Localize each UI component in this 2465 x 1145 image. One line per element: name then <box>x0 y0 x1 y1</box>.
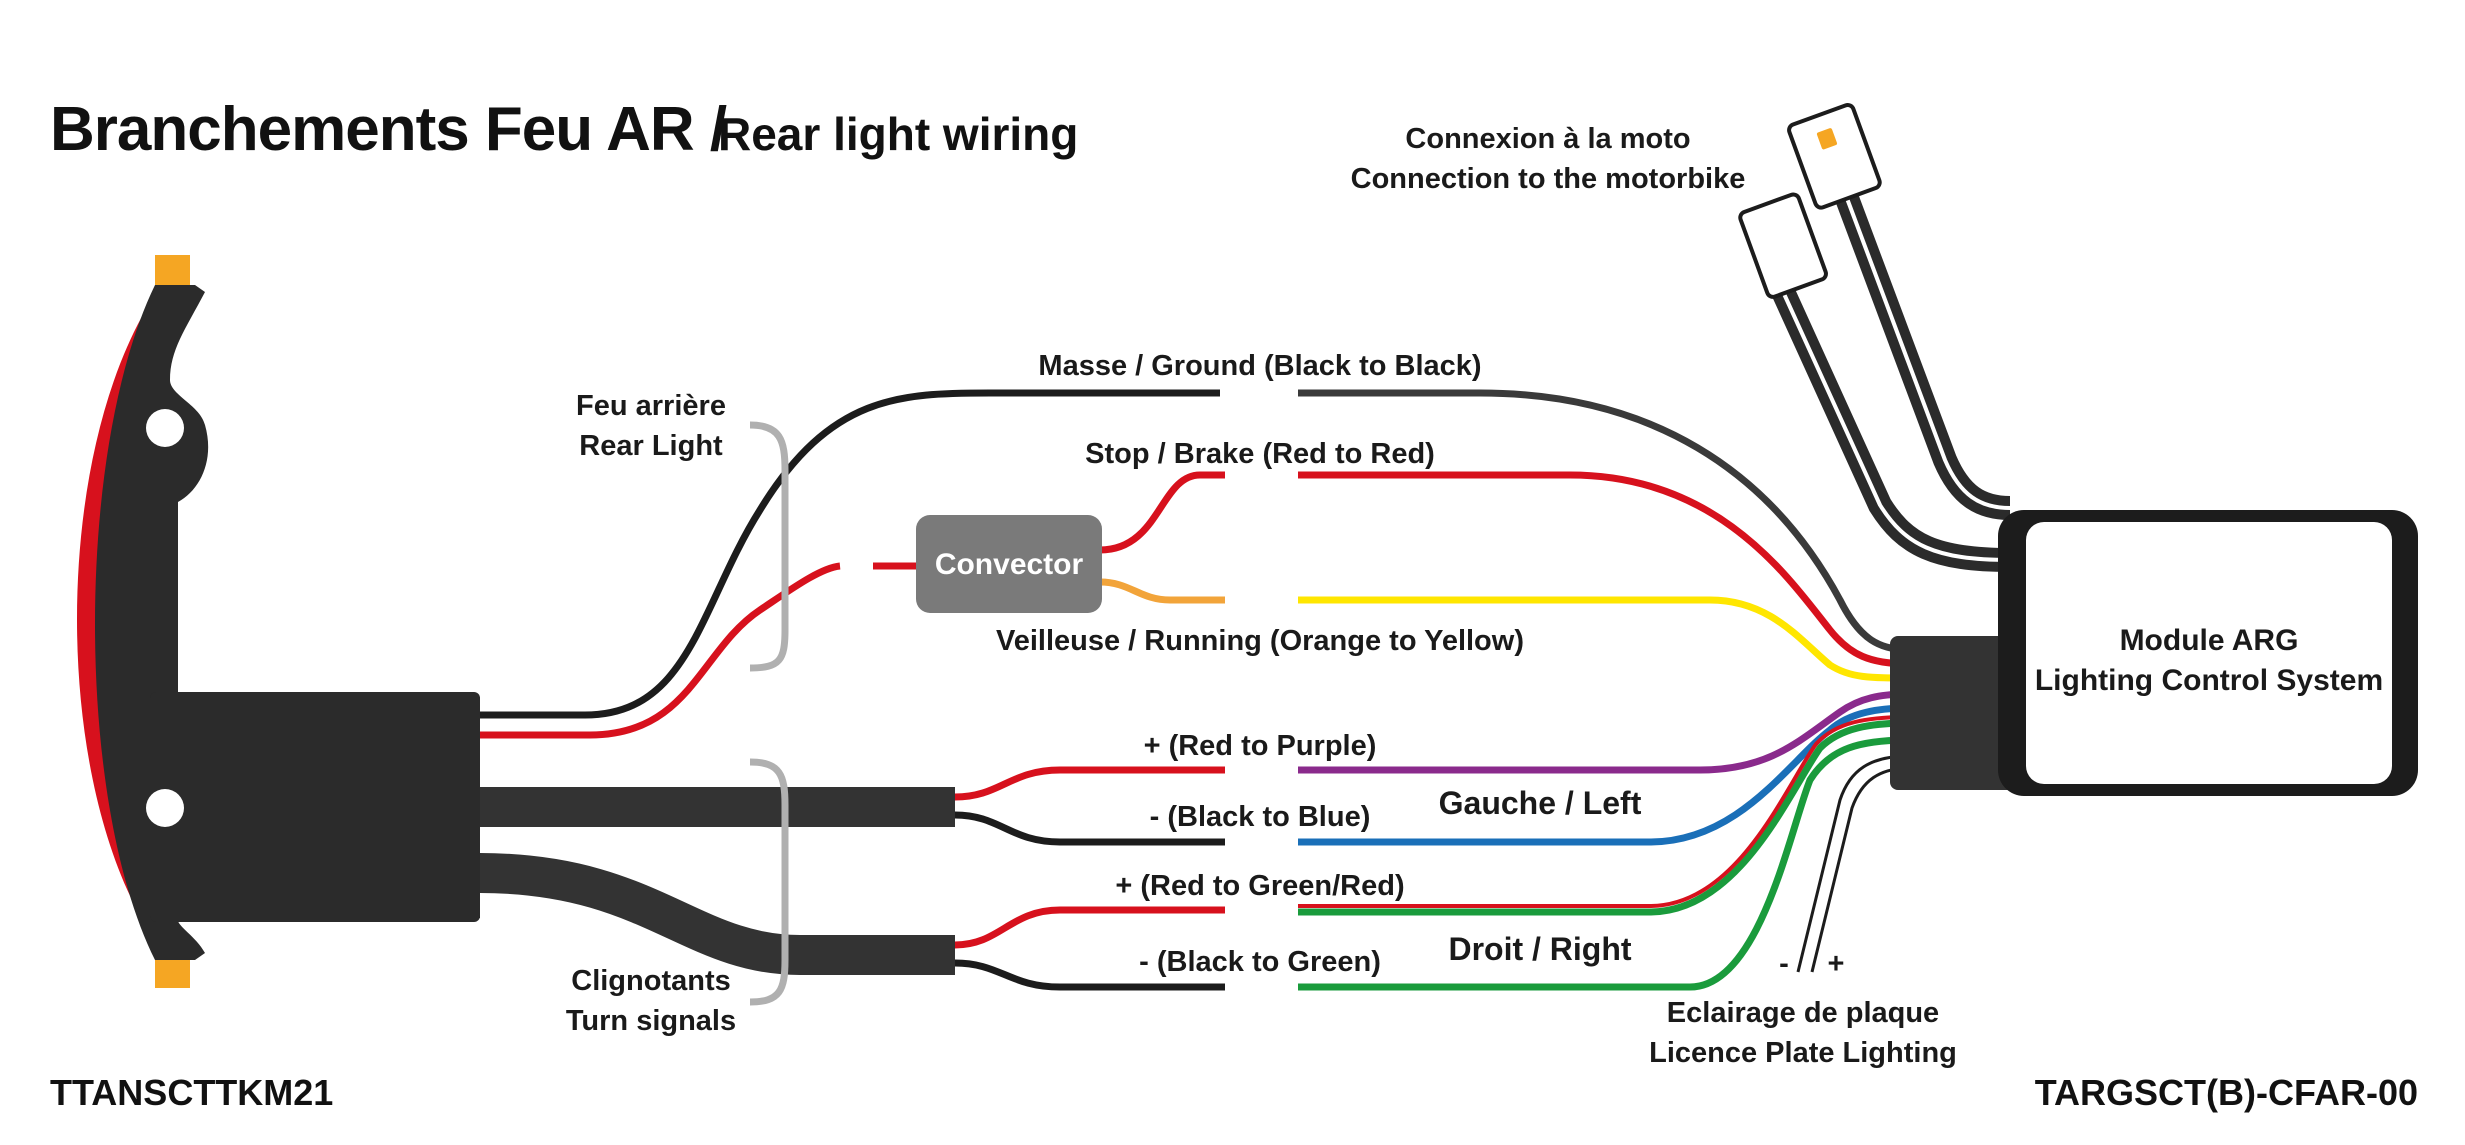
amber-tip-bottom <box>155 960 190 988</box>
plate-plus-label: + <box>1828 948 1845 980</box>
left-plus-red-wire <box>954 766 1225 801</box>
rear-light-bracket <box>749 421 789 672</box>
mount-hole-top <box>146 409 184 447</box>
module-plug <box>1890 636 2020 790</box>
wire-right-minus-green <box>1298 736 1911 991</box>
turn-signals-bracket <box>749 758 789 1006</box>
module-side-wires <box>1298 389 1911 991</box>
right-plus-wire-label: + (Red to Green/Red) <box>1115 870 1404 902</box>
wire-ground-black-left <box>480 389 1220 719</box>
convector-label: Convector <box>935 548 1084 581</box>
title-sub: Rear light wiring <box>718 108 1078 160</box>
wire-right-plus-green <box>1298 719 1911 916</box>
wire-rearlight-red-left <box>480 562 841 739</box>
right-minus-black-wire <box>954 959 1225 991</box>
rear-light-label-line2: Rear Light <box>579 430 723 462</box>
module-arg: Module ARG Lighting Control System <box>1890 510 2418 796</box>
right-product-code: TARGSCT(B)-CFAR-00 <box>2035 1072 2418 1113</box>
amber-tip-top <box>155 255 190 285</box>
wire-running-yellow <box>1298 596 1911 682</box>
left-minus-wire-label: - (Black to Blue) <box>1150 801 1371 833</box>
module-face <box>2026 522 2392 784</box>
motorbike-connection <box>1738 102 2011 572</box>
wire-right-plus-red-stripe <box>1298 715 1911 908</box>
module-line1: Module ARG <box>2120 624 2299 657</box>
title-main: Branchements Feu AR / <box>50 95 727 164</box>
plate-label-line1: Eclairage de plaque <box>1667 997 1939 1029</box>
turn-signals-label-line1: Clignotants <box>571 965 731 997</box>
tail-light-unit <box>77 255 480 988</box>
mount-hole-bottom <box>146 789 184 827</box>
convector-box <box>916 515 1102 613</box>
turn-signal-cables <box>479 766 1225 991</box>
plate-label-line2: Licence Plate Lighting <box>1649 1037 1957 1069</box>
side-left-label: Gauche / Left <box>1439 785 1642 821</box>
wire-ground-module <box>1298 389 1911 654</box>
moto-connector-top <box>1787 102 1882 210</box>
brake-wire-label: Stop / Brake (Red to Red) <box>1085 438 1435 470</box>
left-minus-black-wire <box>954 811 1225 846</box>
tail-light-red-lens <box>77 290 168 945</box>
left-plus-wire-label: + (Red to Purple) <box>1144 730 1377 762</box>
convector: Convector <box>916 471 1225 613</box>
turn-signals-label-line2: Turn signals <box>566 1005 736 1037</box>
plate-wire-plus <box>1810 766 1911 973</box>
rear-light-label-line1: Feu arrière <box>576 390 726 422</box>
convector-orange-out <box>1099 578 1225 604</box>
left-product-code: TTANSCTTKM21 <box>50 1072 333 1113</box>
moto-cable-1-white <box>1778 284 2011 562</box>
moto-connection-line2: Connection to the motorbike <box>1351 163 1746 195</box>
plate-minus-label: - <box>1779 948 1789 980</box>
convector-red-out <box>1099 471 1225 554</box>
moto-connector-amber-pin <box>1816 128 1837 150</box>
wire-brake-module <box>1298 471 1911 668</box>
moto-connection-line1: Connexion à la moto <box>1405 123 1690 155</box>
running-wire-label: Veilleuse / Running (Orange to Yellow) <box>996 625 1524 657</box>
tail-light-connector-block <box>150 692 480 922</box>
side-right-label: Droit / Right <box>1448 931 1631 967</box>
wire-left-plus-purple <box>1298 690 1911 774</box>
moto-cable-2-white <box>1840 184 2011 510</box>
moto-connector-bottom <box>1738 192 1828 299</box>
rear-light-wires <box>480 389 1220 739</box>
wire-left-minus-blue <box>1298 704 1911 846</box>
right-plus-red-wire <box>954 906 1225 949</box>
right-minus-wire-label: - (Black to Green) <box>1139 946 1381 978</box>
ground-wire-label: Masse / Ground (Black to Black) <box>1038 350 1481 382</box>
right-signal-sheath <box>479 853 955 975</box>
module-line2: Lighting Control System <box>2035 664 2383 697</box>
